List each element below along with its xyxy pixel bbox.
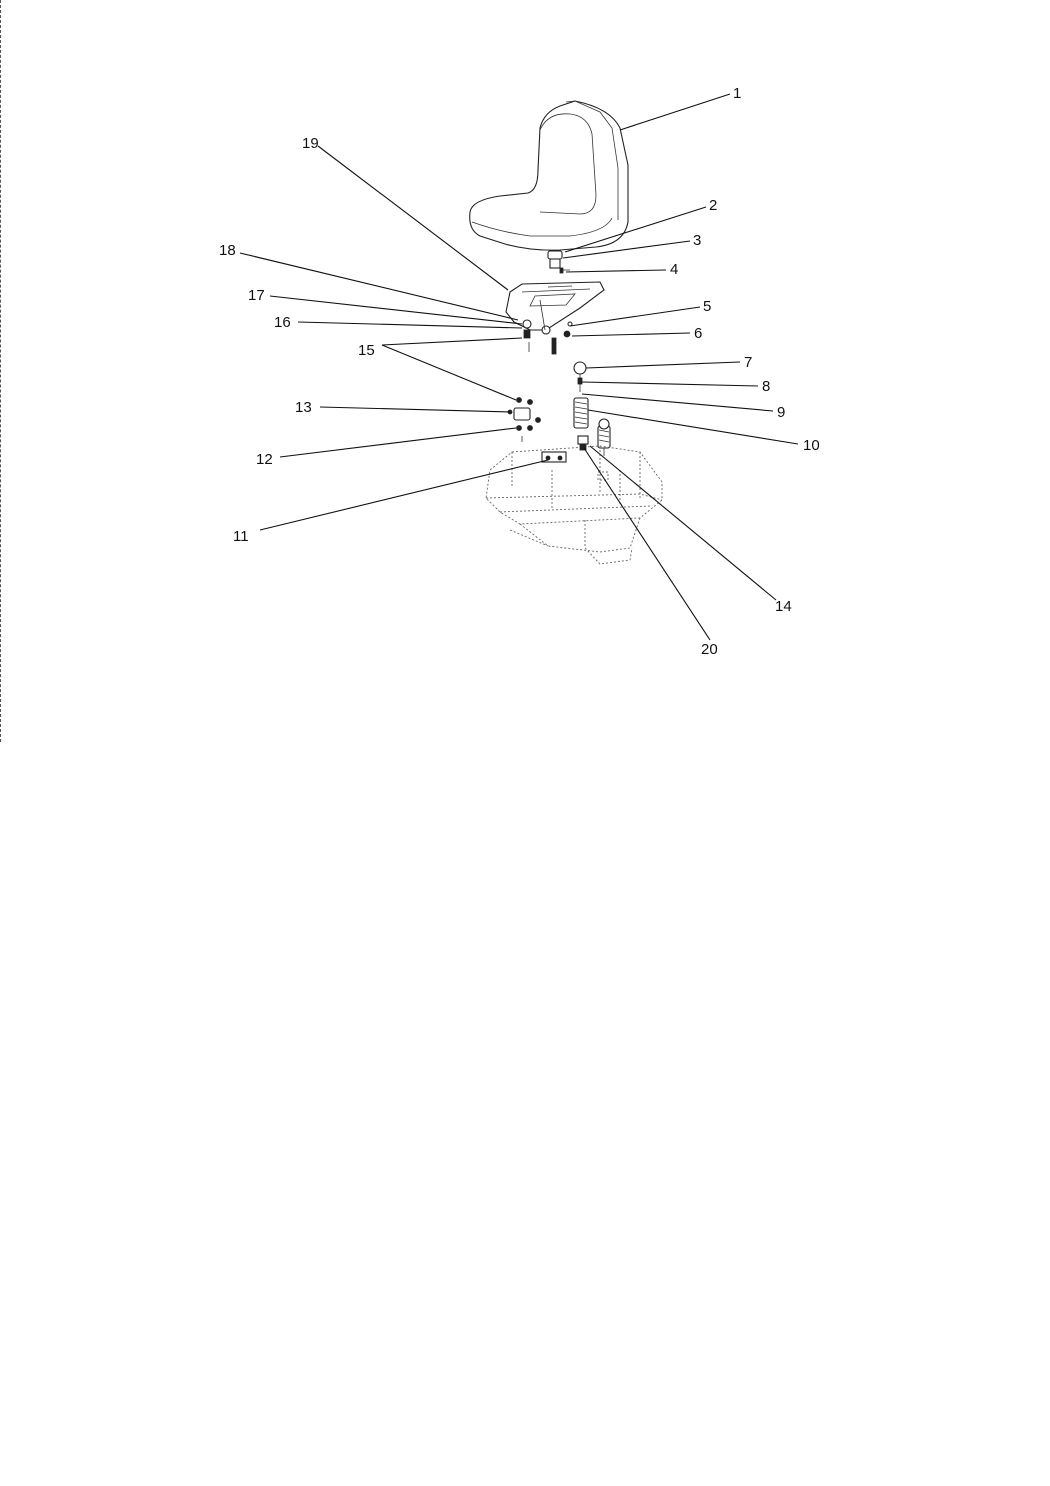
callout-9: 9	[777, 404, 785, 421]
callout-11: 11	[233, 528, 249, 545]
callout-5: 5	[703, 298, 711, 315]
callout-17: 17	[248, 287, 265, 304]
callout-labels: 1 2 3 4 5 6 7 8 9 10 11 12 13 14 15 16 1…	[219, 85, 820, 658]
seat	[469, 100, 629, 251]
callout-2: 2	[709, 197, 717, 214]
hinge-block	[507, 397, 541, 442]
callout-20: 20	[701, 641, 718, 658]
callout-12: 12	[256, 451, 273, 468]
callout-7: 7	[744, 354, 752, 371]
exploded-seat-assembly-diagram: 1 2 3 4 5 6 7 8 9 10 11 12 13 14 15 16 1…	[219, 85, 820, 658]
callout-1: 1	[733, 85, 741, 102]
spring-assembly	[573, 361, 611, 456]
callout-8: 8	[762, 378, 770, 395]
callout-6: 6	[694, 325, 702, 342]
callout-4: 4	[670, 261, 678, 278]
callout-13: 13	[295, 399, 312, 416]
callout-18: 18	[219, 242, 236, 259]
callout-14: 14	[775, 598, 792, 615]
callout-10: 10	[803, 437, 820, 454]
chassis-frame	[485, 443, 663, 565]
callout-19: 19	[302, 135, 319, 152]
callout-15: 15	[358, 342, 375, 359]
leader-lines	[239, 93, 799, 641]
page-edge-line	[0, 0, 1, 742]
seat-post-and-pin	[547, 250, 570, 274]
callout-16: 16	[274, 314, 291, 331]
callout-3: 3	[693, 232, 701, 249]
seat-bracket	[505, 281, 605, 335]
